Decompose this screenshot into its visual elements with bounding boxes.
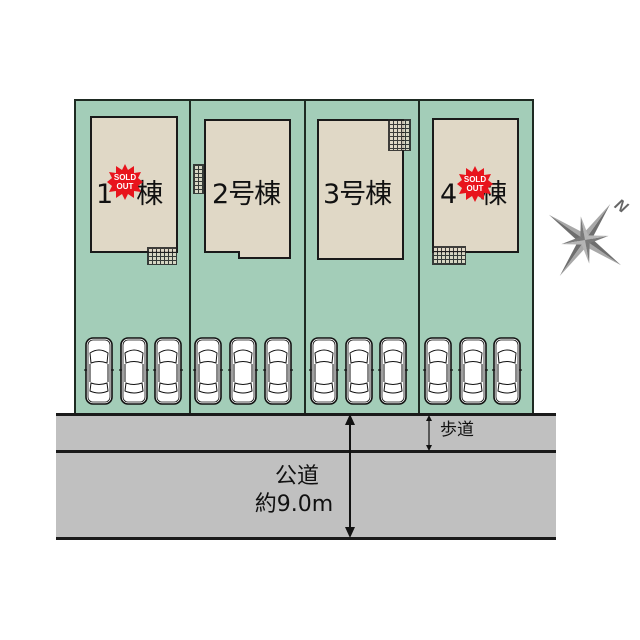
- svg-text:SOLD: SOLD: [114, 173, 136, 182]
- parking-space: [119, 337, 149, 405]
- road-edge-line: [56, 537, 556, 540]
- building-2[interactable]: [204, 119, 292, 261]
- road-edge-line: [56, 413, 556, 416]
- svg-text:OUT: OUT: [467, 184, 484, 193]
- svg-text:N: N: [611, 196, 631, 217]
- parking-space: [492, 337, 522, 405]
- sold-out-badge: SOLD OUT: [457, 166, 493, 202]
- parking-space: [378, 337, 408, 405]
- building-3-label: 3号棟: [323, 179, 392, 210]
- svg-text:SOLD: SOLD: [464, 175, 486, 184]
- sidewalk-label: 歩道: [440, 420, 474, 440]
- parking-space: [263, 337, 293, 405]
- sidewalk-width-arrow: [426, 415, 432, 451]
- balcony-grid: [147, 247, 177, 265]
- balcony-grid: [388, 119, 411, 151]
- road-label: 公道: [274, 464, 319, 489]
- road-width-arrow: [345, 414, 355, 538]
- parking-space: [309, 337, 339, 405]
- balcony-grid: [432, 246, 466, 265]
- parking-space: [193, 337, 223, 405]
- parking-space: [423, 337, 453, 405]
- sidewalk-line: [56, 450, 556, 453]
- balcony-grid: [193, 164, 204, 194]
- parking-space: [458, 337, 488, 405]
- parking-space: [153, 337, 183, 405]
- north-compass-icon: N: [548, 196, 631, 277]
- parking-space: [84, 337, 114, 405]
- public-road: [56, 452, 556, 538]
- parking-space: [344, 337, 374, 405]
- road-width-label: 約9.0m: [254, 492, 334, 517]
- parking-space: [228, 337, 258, 405]
- building-2-label: 2号棟: [212, 179, 281, 210]
- svg-text:OUT: OUT: [117, 182, 134, 191]
- sold-out-badge: SOLD OUT: [107, 164, 143, 200]
- sidewalk: [56, 414, 556, 452]
